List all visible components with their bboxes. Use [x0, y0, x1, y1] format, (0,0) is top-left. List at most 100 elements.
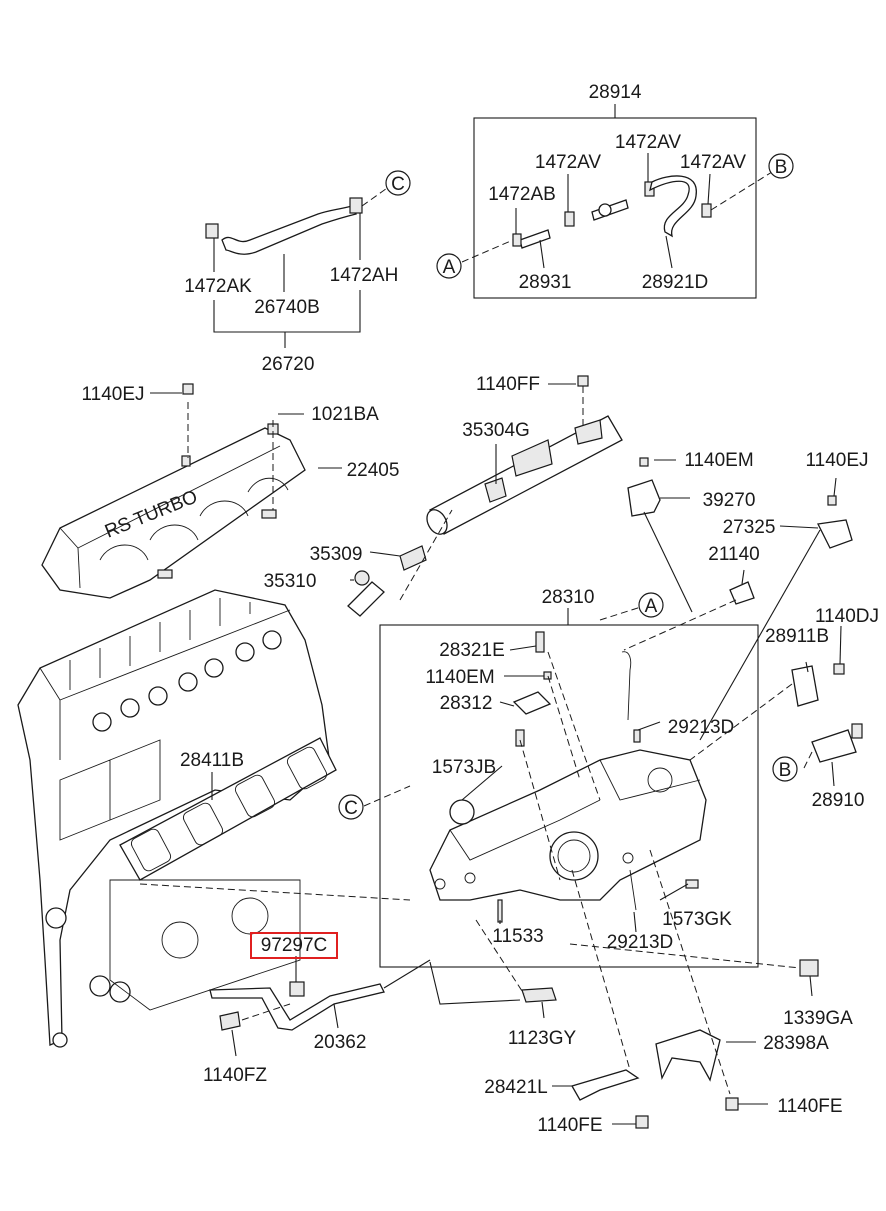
label-1472AH: 1472AH — [330, 265, 399, 286]
label-1339GA: 1339GA — [783, 1008, 853, 1029]
label-39270: 39270 — [703, 490, 756, 511]
hose-assembly-26720 — [205, 185, 391, 348]
label-21140: 21140 — [708, 544, 759, 565]
label-27325: 27325 — [723, 517, 776, 538]
svg-text:A: A — [645, 596, 658, 617]
clamp-1472AV-b — [644, 181, 655, 197]
label-28931: 28931 — [519, 272, 572, 293]
label-28910: 28910 — [812, 790, 865, 811]
label-1472AK: 1472AK — [184, 276, 252, 297]
sensor-21140 — [729, 581, 755, 605]
label-1140FE-1: 1140FE — [537, 1115, 602, 1136]
clamp-1472AV-c — [701, 203, 712, 218]
clamp-1472AV-a — [564, 211, 575, 227]
fuel-rail-35304G — [347, 375, 623, 617]
throttle-port — [549, 831, 599, 881]
label-1140FE-2: 1140FE — [777, 1096, 842, 1117]
label-28321E: 28321E — [439, 640, 505, 661]
label-35304G: 35304G — [462, 420, 530, 441]
seal-1573GK — [685, 879, 699, 889]
label-1472AV-1: 1472AV — [615, 132, 682, 153]
bolt-1140FF — [577, 375, 589, 387]
bolt-1140FE-b — [725, 1097, 739, 1111]
callout-B-2 — [772, 756, 798, 782]
bracket-28398A — [655, 1029, 721, 1082]
valve-28910 — [811, 729, 857, 763]
highlight-box — [250, 932, 338, 959]
label-28921D: 28921D — [642, 272, 709, 293]
bracket-20362 — [209, 983, 385, 1031]
svg-text:C: C — [344, 798, 358, 819]
label-29213D-2: 29213D — [607, 932, 674, 953]
svg-text:C: C — [391, 174, 405, 195]
gasket-28411B — [119, 737, 337, 881]
head-outline — [17, 589, 331, 1046]
label-1573GK: 1573GK — [662, 909, 732, 930]
engine-cover-22405: RS TURBO — [41, 383, 342, 599]
bracket-28911B — [791, 665, 819, 707]
hose-26740B — [221, 205, 357, 255]
injector-35310 — [347, 581, 385, 617]
nut-1339GA — [799, 959, 819, 977]
label-26740B: 26740B — [254, 297, 320, 318]
clip-35309 — [399, 545, 427, 571]
hose-28921D — [649, 175, 697, 238]
label-35309: 35309 — [310, 544, 363, 565]
label-1021BA: 1021BA — [311, 404, 379, 425]
callout-A-1 — [436, 253, 462, 279]
label-1140FZ: 1140FZ — [203, 1065, 267, 1086]
callout-C-2 — [338, 794, 364, 820]
callout-A-2 — [638, 592, 664, 618]
label-28398A: 28398A — [763, 1033, 829, 1054]
clamp-1472AB — [512, 233, 522, 247]
manifold-box — [379, 624, 759, 968]
label-35310: 35310 — [264, 571, 317, 592]
pipe-28931 — [519, 229, 551, 249]
label-1472AV-3: 1472AV — [680, 152, 747, 173]
fitting-28321E — [535, 631, 545, 653]
label-1140FF: 1140FF — [476, 374, 540, 395]
label-29213D-1: 29213D — [668, 717, 735, 738]
intake-manifold-group — [139, 605, 759, 968]
label-22405: 22405 — [347, 460, 400, 481]
label-26720: 26720 — [262, 354, 315, 375]
label-28310: 28310 — [542, 587, 595, 608]
label-1472AV-2: 1472AV — [535, 152, 602, 173]
bolt-1140EJ — [182, 383, 194, 395]
bracket-27325 — [817, 519, 853, 549]
lower-parts — [209, 849, 819, 1129]
bolt-1140DJ — [833, 663, 845, 675]
label-28421L: 28421L — [484, 1077, 547, 1098]
label-28411B: 28411B — [180, 750, 244, 771]
clip-97297C — [289, 981, 305, 997]
stud-11533 — [497, 899, 503, 923]
label-97297C: 97297C — [261, 935, 328, 956]
callout-C-1 — [385, 170, 411, 196]
bracket-28421L — [571, 1069, 640, 1101]
label-11533: 11533 — [492, 926, 543, 947]
svg-text:A: A — [443, 257, 456, 278]
label-20362: 20362 — [314, 1032, 367, 1053]
label-28914: 28914 — [589, 82, 642, 103]
sensor-39270 — [627, 479, 661, 517]
callout-B-1 — [768, 153, 794, 179]
cover-body — [41, 427, 306, 599]
label-1140EM-1: 1140EM — [684, 450, 753, 471]
svg-text:B: B — [775, 157, 788, 178]
svg-text:B: B — [779, 760, 792, 781]
label-28911B: 28911B — [765, 626, 829, 647]
label-1140EM-2: 1140EM — [425, 667, 494, 688]
bolt-1140FZ — [219, 1011, 241, 1031]
clamp-1472AK — [205, 223, 219, 239]
label-28312: 28312 — [440, 693, 493, 714]
callouts: A B C A B C — [338, 153, 798, 820]
plug-1573JB — [449, 799, 475, 825]
gasket-body — [119, 737, 337, 881]
label-1472AB: 1472AB — [488, 184, 556, 205]
label-1140EJ-1: 1140EJ — [81, 384, 144, 405]
label-1140EJ-2: 1140EJ — [805, 450, 868, 471]
breather-kit-group — [461, 104, 773, 299]
label-1573JB: 1573JB — [432, 757, 496, 778]
bolt-1123GY — [521, 987, 557, 1003]
